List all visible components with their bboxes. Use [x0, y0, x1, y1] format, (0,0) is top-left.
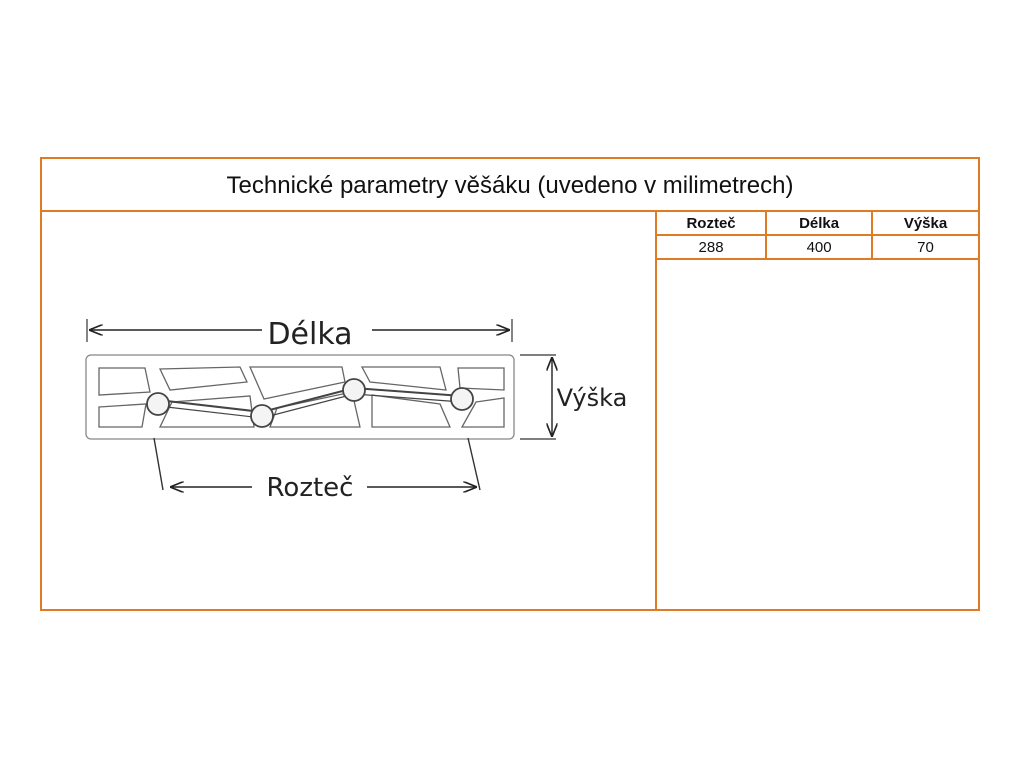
parameters-table: Rozteč Délka Výška 288 400 70 [657, 212, 978, 260]
table-row: 288 400 70 [657, 234, 978, 260]
height-dimension: Výška [520, 354, 628, 440]
table-header-row: Rozteč Délka Výška [657, 212, 978, 236]
hook-2 [250, 404, 274, 428]
hanger-hooks [146, 378, 474, 428]
page-title: Technické parametry věšáku (uvedeno v mi… [42, 159, 978, 212]
header-spacing: Rozteč [657, 212, 768, 236]
value-height: 70 [871, 234, 978, 260]
length-label: Délka [267, 317, 352, 352]
value-length: 400 [765, 234, 874, 260]
hook-4 [450, 387, 474, 411]
hanger-diagram: Délka [85, 317, 628, 503]
parameters-panel: Technické parametry věšáku (uvedeno v mi… [40, 157, 980, 611]
hanger-drawing: Délka [42, 212, 655, 609]
hook-1 [146, 392, 170, 416]
value-spacing: 288 [657, 234, 768, 260]
parameters-table-panel: Rozteč Délka Výška 288 400 70 [655, 212, 978, 609]
header-length: Délka [765, 212, 874, 236]
hook-3 [342, 378, 366, 402]
height-label: Výška [557, 384, 628, 412]
length-dimension: Délka [86, 317, 513, 352]
spacing-dimension: Rozteč [153, 437, 481, 503]
spacing-label: Rozteč [267, 473, 354, 503]
header-height: Výška [871, 212, 978, 236]
